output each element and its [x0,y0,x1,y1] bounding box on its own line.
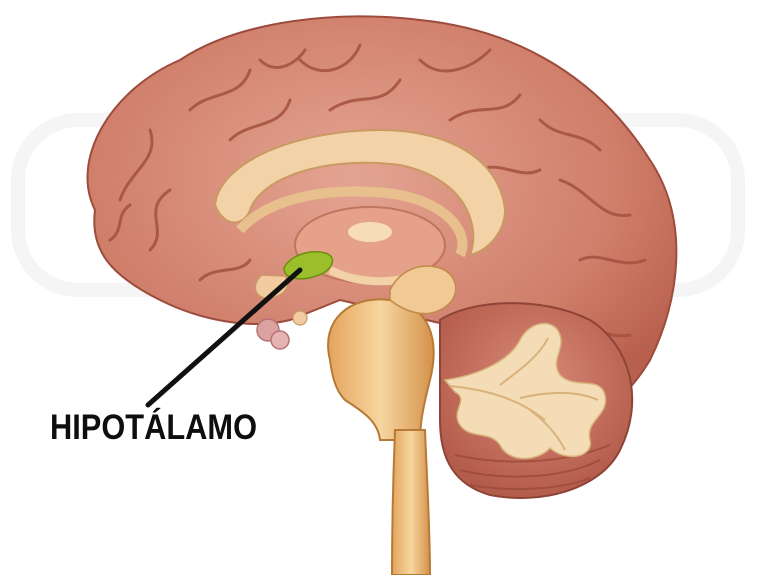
spinal-cord-icon [392,430,430,575]
cerebellum-icon [440,303,632,498]
hypothalamus-label: HIPOTÁLAMO [50,408,257,448]
